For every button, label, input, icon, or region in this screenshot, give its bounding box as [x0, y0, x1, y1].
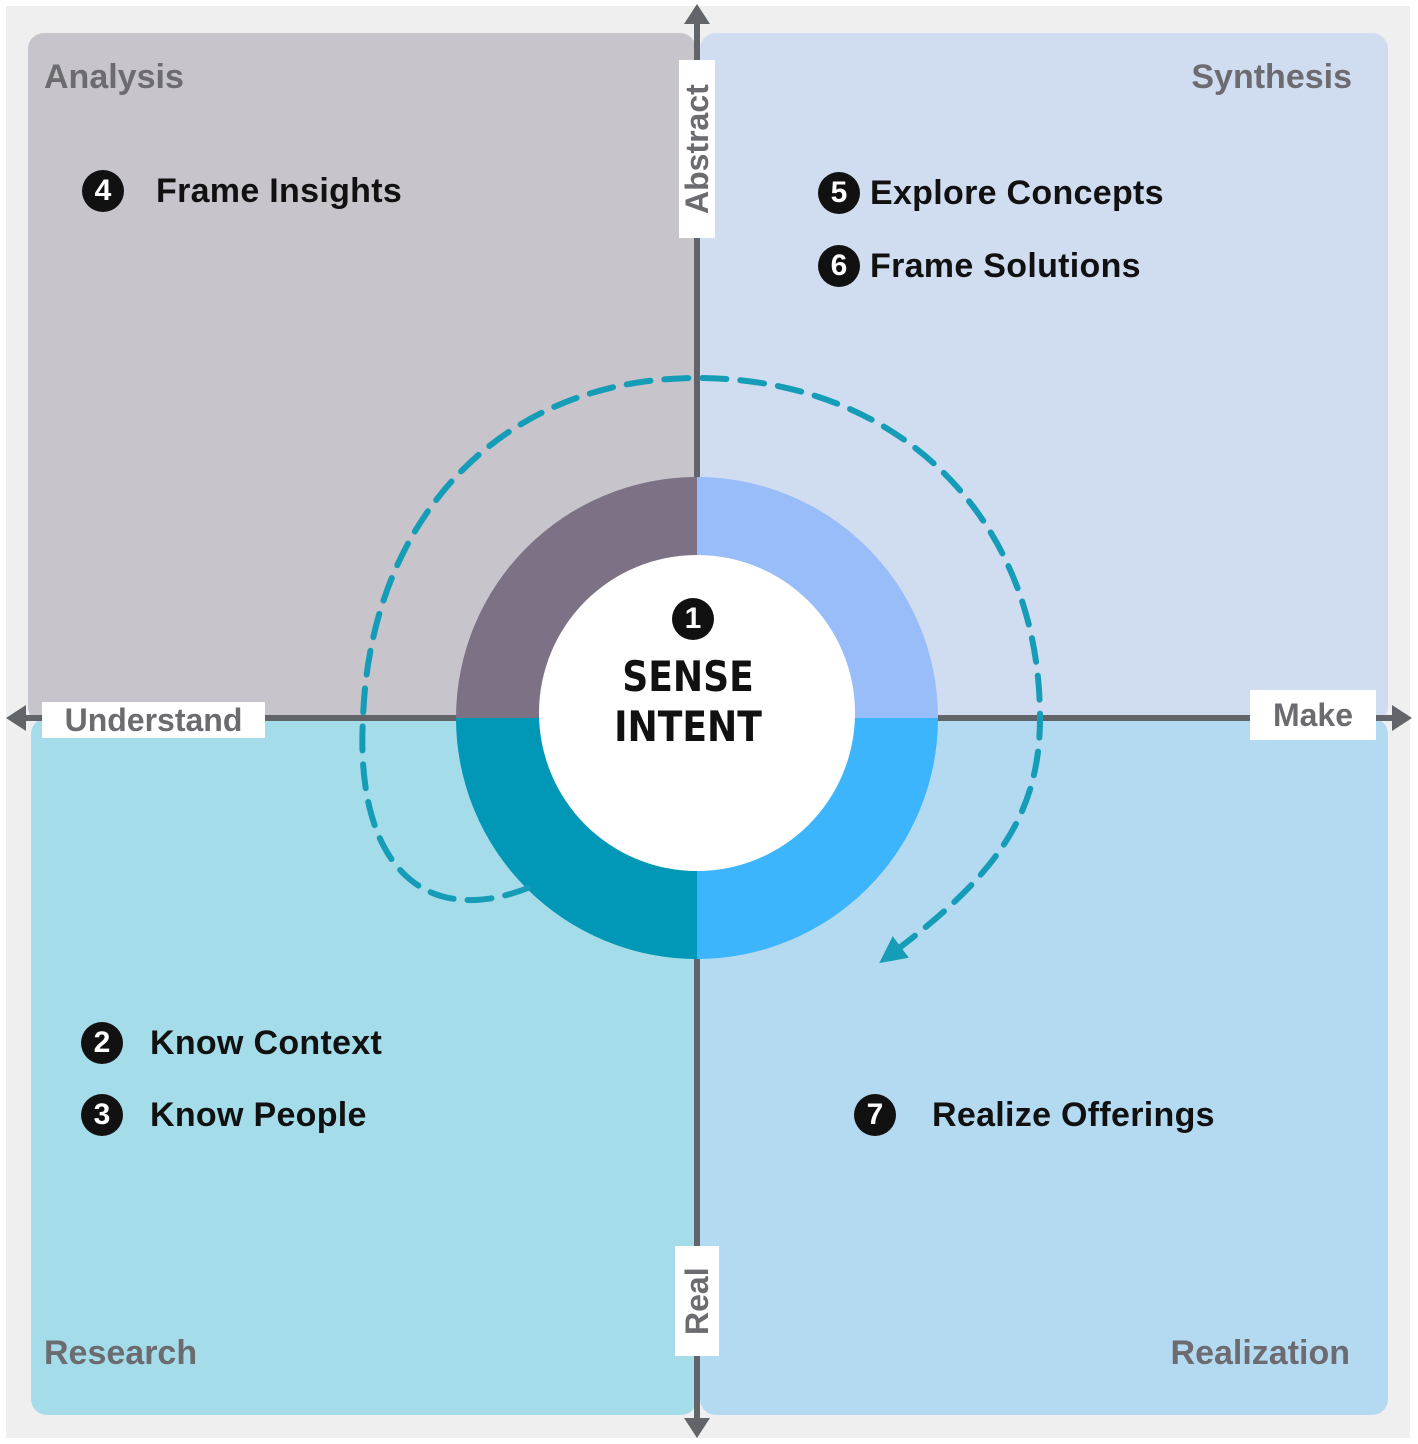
quadrant-label-research: Research [44, 1334, 198, 1372]
axis-label-abstract: Abstract [679, 60, 715, 238]
center-circle [539, 555, 855, 871]
step-number-2: 2 [81, 1022, 123, 1064]
center-ring [456, 477, 938, 959]
axis-label-understand: Understand [42, 702, 265, 738]
step-know-people: 3 Know People [81, 1094, 367, 1136]
step-frame-insights: 4 Frame Insights [82, 170, 402, 212]
step-label-frame-insights: Frame Insights [156, 171, 403, 210]
axis-arrow-down-icon [684, 1418, 710, 1438]
step-number-3: 3 [81, 1094, 123, 1136]
axis-label-real: Real [675, 1246, 719, 1356]
step-number-1: 1 [672, 598, 714, 640]
step-realize-offerings: 7 Realize Offerings [854, 1094, 1215, 1136]
step-number-7: 7 [854, 1094, 896, 1136]
center-title-line1: SENSE [622, 652, 754, 701]
axis-arrow-right-icon [1392, 705, 1412, 731]
step-number-5: 5 [818, 172, 860, 214]
dashed-cycle-arrow-icon [359, 374, 1044, 964]
center-title: SENSE INTENT [568, 652, 809, 752]
step-label-realize-offerings: Realize Offerings [932, 1095, 1215, 1134]
step-frame-solutions: 6 Frame Solutions [818, 245, 1141, 287]
step-number-4: 4 [82, 170, 124, 212]
center-title-line2: INTENT [614, 702, 762, 751]
step-explore-concepts: 5 Explore Concepts [818, 172, 1164, 214]
quadrant-label-analysis: Analysis [44, 58, 184, 96]
step-know-context: 2 Know Context [81, 1022, 382, 1064]
step-number-6: 6 [818, 245, 860, 287]
step-label-know-context: Know Context [150, 1023, 383, 1062]
step-label-explore-concepts: Explore Concepts [870, 173, 1164, 212]
quadrant-label-realization: Realization [1170, 1334, 1350, 1372]
axis-arrow-left-icon [6, 705, 26, 731]
quadrant-label-synthesis: Synthesis [1191, 58, 1352, 96]
step-label-frame-solutions: Frame Solutions [870, 246, 1141, 285]
axis-label-make: Make [1250, 690, 1376, 740]
axis-arrow-up-icon [684, 4, 710, 24]
step-label-know-people: Know People [150, 1095, 367, 1134]
